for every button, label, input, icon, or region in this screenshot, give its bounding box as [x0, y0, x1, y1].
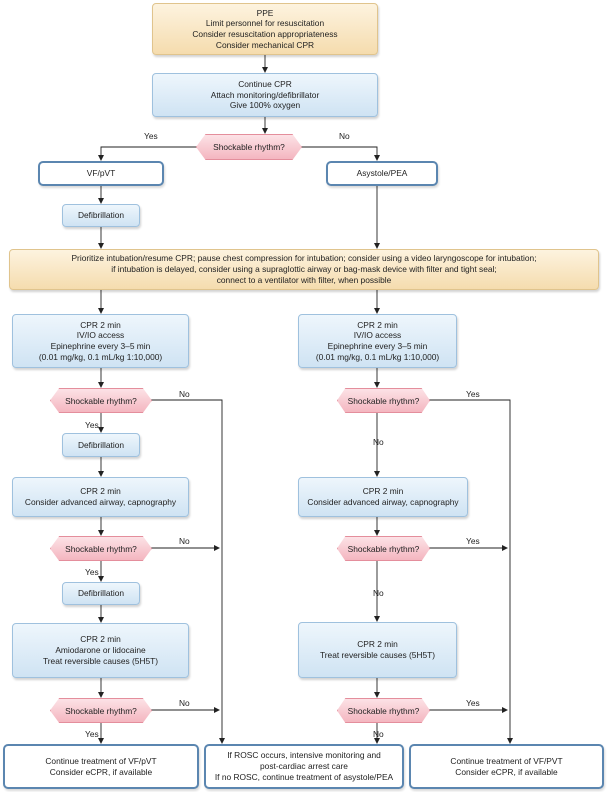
- outcome-line: Consider eCPR, if available: [455, 766, 558, 777]
- no-label: No: [179, 536, 190, 546]
- intubation-line: if intubation is delayed, consider using…: [111, 264, 497, 275]
- cpr-epinephrine-box-left: CPR 2 min IV/IO access Epinephrine every…: [12, 314, 189, 368]
- vf-pvt-box: VF/pVT: [38, 161, 164, 186]
- shockable-rhythm-decision-left-1: Shockable rhythm?: [50, 388, 152, 413]
- cpr-epi-line: IV/IO access: [353, 330, 402, 341]
- yes-label: Yes: [144, 131, 158, 141]
- decision-label: Shockable rhythm?: [65, 395, 137, 406]
- shockable-rhythm-decision-right-1: Shockable rhythm?: [337, 388, 430, 413]
- cpr-airway-line: Consider advanced airway, capnography: [307, 497, 459, 507]
- yes-label: Yes: [466, 536, 480, 546]
- outcome-line: Consider eCPR, if available: [49, 766, 153, 777]
- cpr-airway-line: CPR 2 min: [80, 486, 121, 497]
- decision-label: Shockable rhythm?: [347, 543, 420, 554]
- defibrillation-box-3: Defibrillation: [62, 582, 140, 605]
- decision-label: Shockable rhythm?: [65, 705, 137, 716]
- asystole-pea-box: Asystole/PEA: [326, 161, 438, 186]
- defibrillation-box-1: Defibrillation: [62, 204, 140, 227]
- defibrillation-box-2: Defibrillation: [62, 433, 140, 457]
- cpr-airway-line: CPR 2 min: [362, 486, 404, 497]
- outcome-line: Continue treatment of VF/pVT: [45, 755, 157, 766]
- cpr-airway-box-right: CPR 2 min Consider advanced airway, capn…: [298, 477, 468, 517]
- decision-label: Shockable rhythm?: [213, 142, 285, 152]
- shockable-rhythm-decision-left-2: Shockable rhythm?: [50, 536, 152, 561]
- continue-cpr-box: Continue CPR Attach monitoring/defibrill…: [152, 73, 378, 117]
- cpr-amio-line: Amiodarone or lidocaine: [55, 645, 146, 656]
- cpr-reversible-line: CPR 2 min: [357, 639, 398, 650]
- cpr-epi-line: Epinephrine every 3–5 min: [50, 341, 151, 351]
- intubation-line: Prioritize intubation/resume CPR; pause …: [71, 253, 537, 264]
- decision-label: Shockable rhythm?: [347, 395, 420, 406]
- shockable-rhythm-decision-1: Shockable rhythm?: [196, 134, 302, 160]
- ppe-box: PPE Limit personnel for resuscitation Co…: [152, 3, 378, 55]
- asystole-pea-label: Asystole/PEA: [356, 168, 408, 179]
- cpr-airway-line: Consider advanced airway, capnography: [24, 497, 177, 507]
- ppe-line: PPE: [256, 7, 274, 18]
- outcome-continue-vf-left: Continue treatment of VF/pVT Consider eC…: [3, 744, 199, 789]
- continue-cpr-line: Give 100% oxygen: [229, 100, 301, 111]
- yes-label: Yes: [85, 567, 99, 577]
- cpr-epinephrine-box-right: CPR 2 min IV/IO access Epinephrine every…: [298, 314, 457, 368]
- intubation-box: Prioritize intubation/resume CPR; pause …: [9, 249, 599, 290]
- intubation-line: connect to a ventilator with filter, whe…: [216, 274, 392, 285]
- cpr-airway-box-left: CPR 2 min Consider advanced airway, capn…: [12, 477, 189, 517]
- cpr-reversible-box: CPR 2 min Treat reversible causes (5H5T): [298, 622, 457, 678]
- defibrillation-label: Defibrillation: [77, 588, 125, 599]
- decision-label: Shockable rhythm?: [65, 543, 137, 554]
- continue-cpr-line: Continue CPR: [238, 78, 292, 89]
- outcome-rosc-box: If ROSC occurs, intensive monitoring and…: [204, 744, 404, 789]
- defibrillation-label: Defibrillation: [77, 210, 125, 221]
- outcome-continue-vf-right: Continue treatment of VF/PVT Consider eC…: [409, 744, 604, 789]
- vf-pvt-label: VF/pVT: [86, 168, 116, 179]
- shockable-rhythm-decision-right-3: Shockable rhythm?: [337, 698, 430, 723]
- yes-label: Yes: [466, 698, 480, 708]
- ppe-line: Limit personnel for resuscitation: [205, 18, 325, 29]
- cpr-epi-line: (0.01 mg/kg, 0.1 mL/kg 1:10,000): [38, 351, 163, 362]
- shockable-rhythm-decision-right-2: Shockable rhythm?: [337, 536, 430, 561]
- cpr-reversible-line: Treat reversible causes (5H5T): [319, 650, 436, 660]
- no-label: No: [373, 729, 384, 739]
- outcome-line: If no ROSC, continue treatment of asysto…: [214, 771, 394, 782]
- cpr-epi-line: IV/IO access: [76, 330, 125, 341]
- cpr-epi-line: (0.01 mg/kg, 0.1 mL/kg 1:10,000): [315, 351, 440, 362]
- cpr-amio-line: CPR 2 min: [80, 634, 121, 645]
- no-label: No: [179, 389, 190, 399]
- cpr-epi-line: CPR 2 min: [80, 319, 121, 330]
- outcome-line: If ROSC occurs, intensive monitoring and: [227, 750, 381, 761]
- no-label: No: [373, 588, 384, 598]
- no-label: No: [179, 698, 190, 708]
- yes-label: Yes: [85, 729, 99, 739]
- outcome-line: post-cardiac arrest care: [260, 761, 348, 772]
- defibrillation-label: Defibrillation: [77, 439, 125, 450]
- ppe-line: Consider mechanical CPR: [215, 39, 315, 50]
- yes-label: Yes: [85, 420, 99, 430]
- no-label: No: [339, 131, 350, 141]
- outcome-line: Continue treatment of VF/PVT: [450, 755, 563, 766]
- cpr-epi-line: Epinephrine every 3–5 min: [327, 341, 428, 351]
- yes-label: Yes: [466, 389, 480, 399]
- ppe-line: Consider resuscitation appropriateness: [192, 29, 338, 39]
- cpr-amiodarone-box: CPR 2 min Amiodarone or lidocaine Treat …: [12, 623, 189, 678]
- cpr-epi-line: CPR 2 min: [357, 319, 398, 330]
- shockable-rhythm-decision-left-3: Shockable rhythm?: [50, 698, 152, 723]
- decision-label: Shockable rhythm?: [347, 705, 420, 716]
- continue-cpr-line: Attach monitoring/defibrillator: [210, 89, 320, 100]
- no-label: No: [373, 437, 384, 447]
- cpr-amio-line: Treat reversible causes (5H5T): [42, 655, 159, 666]
